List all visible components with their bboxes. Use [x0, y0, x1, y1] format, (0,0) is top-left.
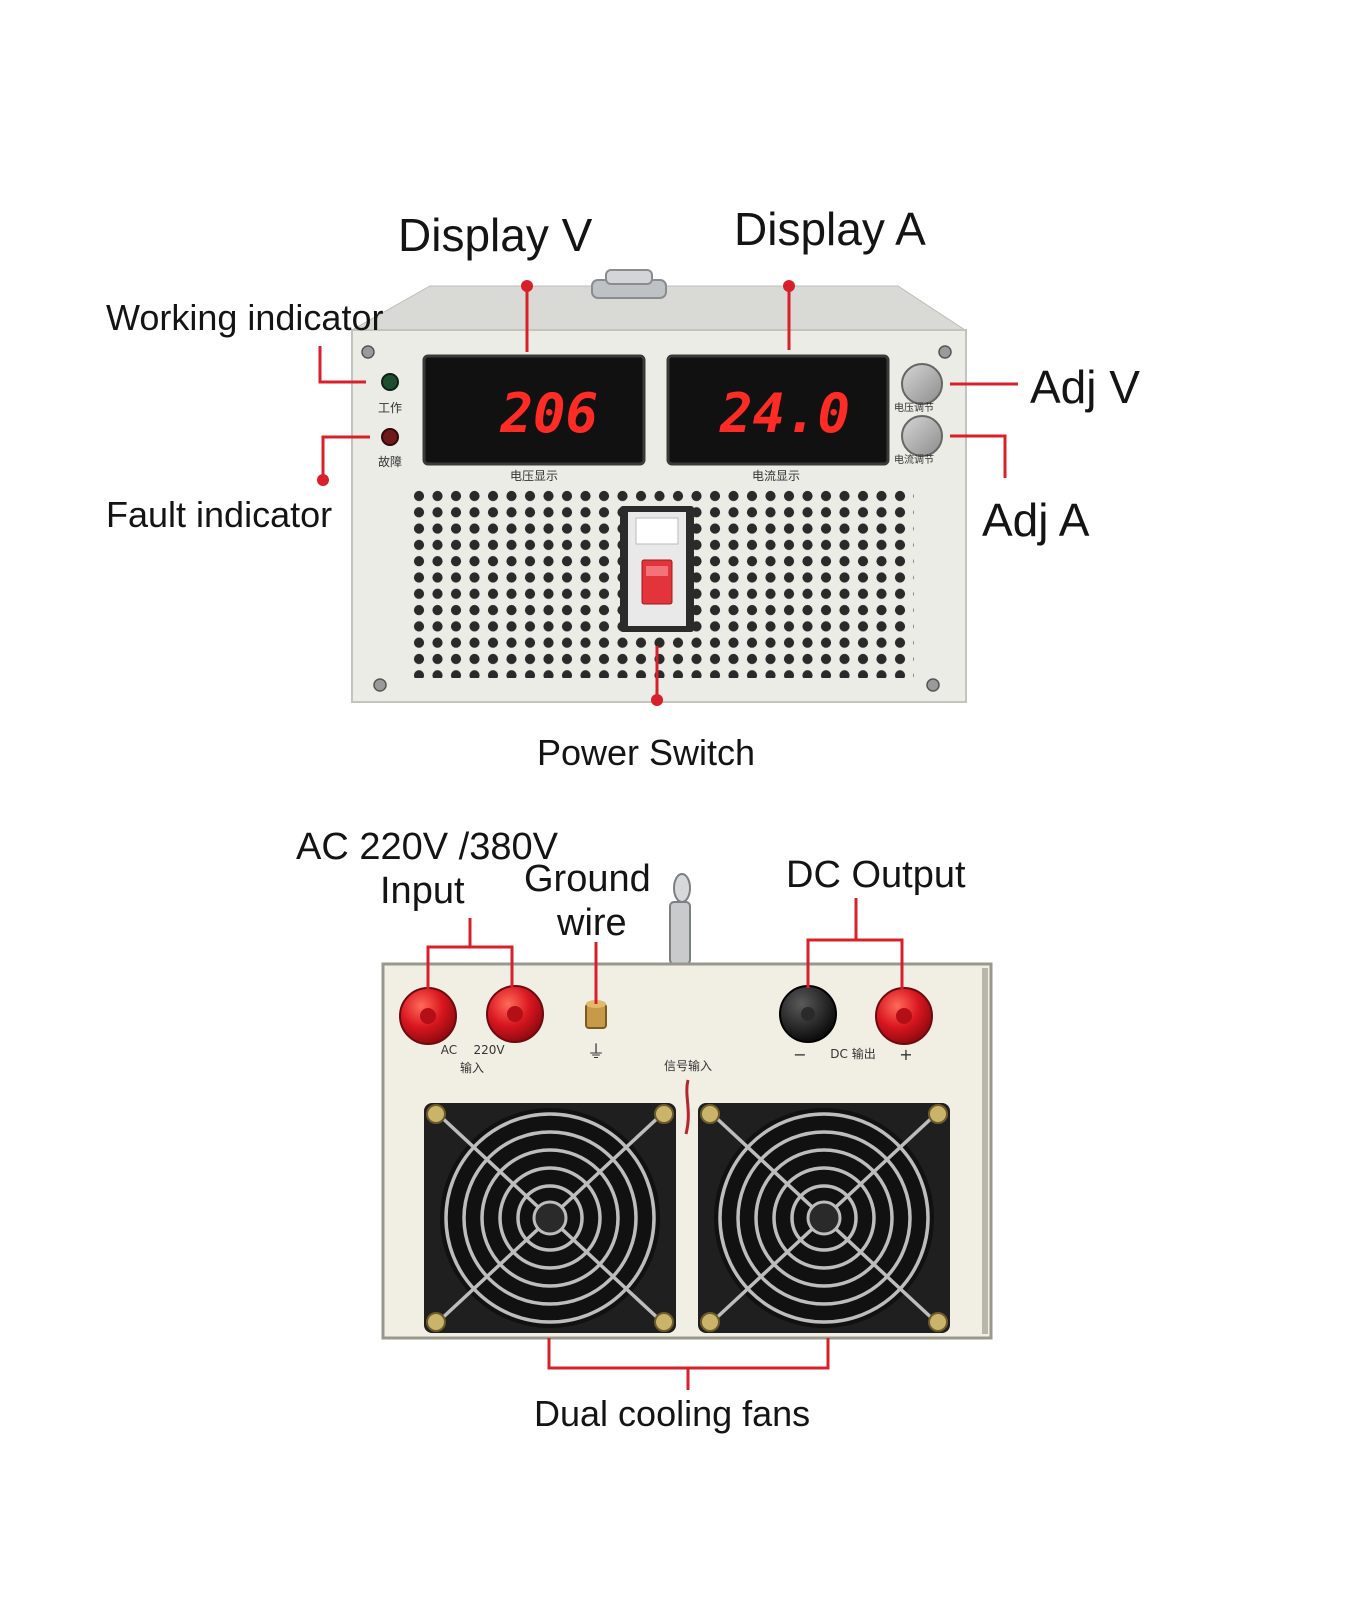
fault-panel-label: 故障	[378, 454, 402, 469]
ac-terminal-right-icon	[486, 985, 544, 1043]
fault-indicator-callout: Fault indicator	[106, 494, 333, 535]
front-callout-dots	[317, 280, 795, 706]
minus-panel-label: −	[793, 1045, 806, 1064]
ground-symbol-icon: ⏚	[587, 1042, 605, 1063]
ac-input-callout-line1: AC 220V /380V	[296, 826, 558, 868]
power-switch-callout: Power Switch	[537, 732, 756, 773]
voltage-reading: 206	[499, 382, 598, 445]
dc-output-callout: DC Output	[786, 854, 966, 896]
adj-a-callout: Adj A	[982, 494, 1090, 546]
breaker-switch-icon	[620, 506, 694, 632]
working-panel-label: 工作	[378, 401, 402, 415]
working-led-icon	[381, 373, 399, 391]
dc-negative-terminal-icon	[779, 985, 837, 1043]
fan-left-icon	[422, 1101, 678, 1335]
dc-positive-terminal-icon	[875, 987, 933, 1045]
current-reading: 24.0	[719, 382, 850, 445]
fault-led-icon	[381, 428, 399, 446]
signal-wire-icon	[684, 1079, 690, 1135]
carry-handle-icon	[591, 269, 667, 299]
current-display: 24.0	[666, 354, 890, 466]
front-unit: 工作 故障 206 24.0 电压显示 电流显示 电压调节 电流调节	[350, 269, 967, 703]
cooling-fans-callout: Dual cooling fans	[534, 1393, 811, 1434]
adj-v-callout: Adj V	[1030, 361, 1140, 413]
display-v-callout: Display V	[398, 209, 593, 261]
voltage-display-label: 电压显示	[510, 469, 558, 483]
current-display-label: 电流显示	[752, 469, 800, 483]
back-callout-lines	[426, 898, 904, 1390]
ground-rod-icon	[669, 873, 691, 965]
current-knob-icon	[901, 415, 943, 457]
voltage-knob-icon	[901, 363, 943, 405]
fan-right-icon	[696, 1101, 952, 1335]
ac-terminal-left-icon	[399, 987, 457, 1045]
display-a-callout: Display A	[734, 203, 926, 255]
voltage-display: 206	[422, 354, 646, 466]
volt-panel-label: 220V	[473, 1043, 505, 1057]
plus-panel-label: +	[899, 1045, 912, 1064]
dc-output-panel-label: DC 输出	[830, 1046, 875, 1061]
input-panel-label: 输入	[460, 1060, 484, 1075]
voltage-adjust-label: 电压调节	[894, 401, 934, 414]
panel-screw-icons	[361, 345, 952, 692]
ac-input-callout-line2: Input	[380, 870, 465, 912]
ground-wire-callout-line1: Ground	[524, 858, 651, 900]
working-indicator-callout: Working indicator	[106, 297, 384, 338]
current-adjust-label: 电流调节	[894, 453, 934, 466]
back-unit: AC 220V 输入 ⏚ 信号输入 − DC 输出 +	[381, 873, 993, 1340]
front-callout-lines	[318, 286, 1018, 700]
ac-panel-label: AC	[441, 1043, 457, 1057]
signal-input-panel-label: 信号输入	[664, 1058, 712, 1073]
ground-post-icon	[585, 1000, 607, 1029]
ground-wire-callout-line2: wire	[557, 902, 627, 944]
